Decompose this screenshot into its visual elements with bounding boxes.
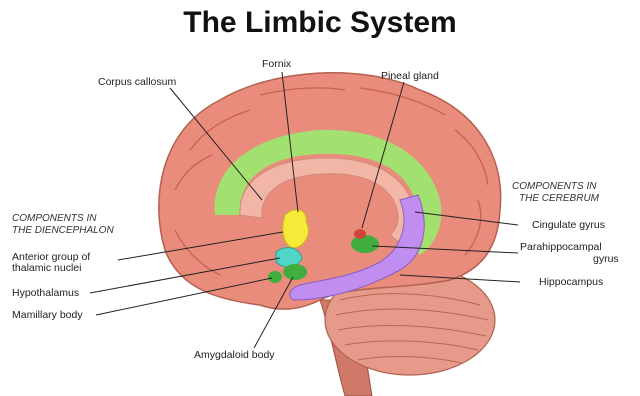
label-parahippocampal-line1: Parahippocampal — [520, 241, 602, 253]
label-corpus-callosum: Corpus callosum — [98, 76, 176, 88]
section-diencephalon-line1: COMPONENTS IN — [12, 213, 96, 225]
pineal-gland — [354, 229, 366, 239]
label-cingulate-gyrus: Cingulate gyrus — [532, 219, 605, 231]
label-anterior-group-line2: thalamic nuclei — [12, 262, 81, 274]
section-cerebrum-line1: COMPONENTS IN — [512, 181, 596, 193]
label-hippocampus: Hippocampus — [539, 276, 603, 288]
parahippocampal-gyrus — [351, 235, 379, 253]
label-mamillary-body: Mamillary body — [12, 309, 83, 321]
mamillary-body — [268, 271, 282, 283]
label-amygdaloid-body: Amygdaloid body — [194, 349, 275, 361]
hypothalamus — [276, 248, 302, 267]
cerebrum — [159, 73, 501, 309]
section-diencephalon-line2: THE DIENCEPHALON — [12, 225, 114, 237]
label-pineal-gland: Pineal gland — [381, 70, 439, 82]
amygdaloid-body — [283, 264, 307, 280]
label-hypothalamus: Hypothalamus — [12, 287, 79, 299]
section-cerebrum-line2: THE CEREBRUM — [519, 193, 599, 205]
fornix — [283, 210, 309, 248]
label-fornix: Fornix — [262, 58, 291, 70]
label-parahippocampal-line2: gyrus — [593, 253, 619, 265]
